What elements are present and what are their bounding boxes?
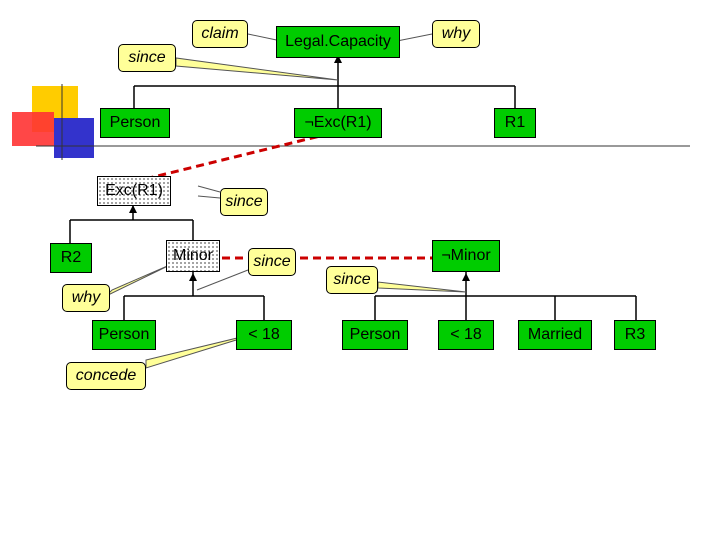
node-r2: R2	[50, 243, 92, 273]
arrow-head-legal-capacity	[334, 55, 342, 63]
callout-since-center: since	[248, 248, 296, 276]
callout-why-top: why	[432, 20, 480, 48]
node-person-bottom-mid: Person	[342, 320, 408, 350]
arrow-head-minor-left	[189, 273, 197, 281]
node-r1: R1	[494, 108, 536, 138]
callout-concede: concede	[66, 362, 146, 390]
node-lt18-left: < 18	[236, 320, 292, 350]
arrow-head-not-minor	[462, 273, 470, 281]
pointer-since-mid-2	[197, 195, 221, 199]
pointer-since-right	[377, 281, 467, 293]
dashed-link-exc	[132, 134, 321, 184]
node-legal-capacity: Legal.Capacity	[276, 26, 400, 58]
arrow-head-exc-r1	[129, 205, 137, 213]
pointer-since-top	[175, 57, 339, 81]
callout-claim: claim	[192, 20, 248, 48]
pointer-since-mid	[197, 185, 221, 193]
callout-since-mid: since	[220, 188, 268, 216]
node-exc-r1: Exc(R1)	[97, 176, 171, 206]
callout-why-left: why	[62, 284, 110, 312]
callout-since-right: since	[326, 266, 378, 294]
pointer-since-center	[196, 269, 249, 291]
pointer-concede	[145, 331, 263, 369]
callout-since-top: since	[118, 44, 176, 72]
node-lt18-right: < 18	[438, 320, 494, 350]
node-married: Married	[518, 320, 592, 350]
pointer-why-left	[105, 263, 173, 297]
node-r3: R3	[614, 320, 656, 350]
decor-red-square	[12, 112, 54, 146]
node-not-exc-r1: ¬Exc(R1)	[294, 108, 382, 138]
node-person-bottom-left: Person	[92, 320, 156, 350]
node-person-top: Person	[100, 108, 170, 138]
node-not-minor: ¬Minor	[432, 240, 500, 272]
node-minor-left: Minor	[166, 240, 220, 272]
decor-blue-square	[54, 118, 94, 158]
